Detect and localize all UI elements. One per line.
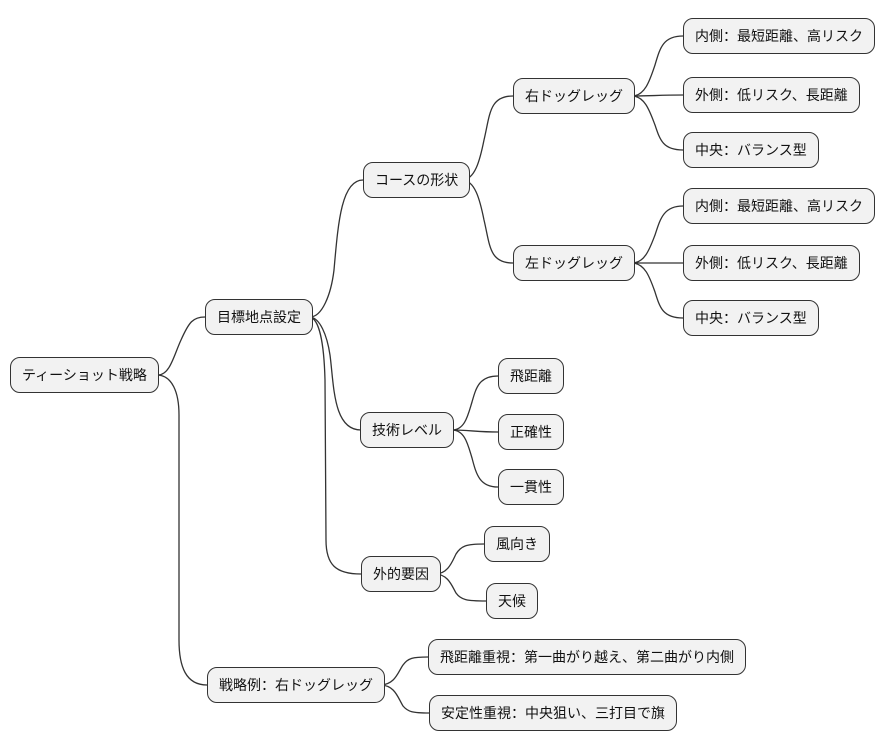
node-right-dogleg-inner: 内側：最短距離、高リスク (683, 18, 875, 54)
node-left-dogleg-inner: 内側：最短距離、高リスク (683, 188, 875, 224)
edge-skill-distance (451, 375, 499, 431)
edge-example-power (379, 656, 429, 686)
edge-goal-skill (309, 316, 362, 431)
node-right-dogleg-center: 中央：バランス型 (683, 132, 819, 168)
edge-leftdogleg-inner (631, 205, 684, 264)
node-example-stability-priority: 安定性重視：中央狙い、三打目で旗 (429, 695, 677, 731)
node-root-tee-shot-strategy: ティーショット戦略 (10, 357, 159, 393)
node-left-dogleg-outer: 外側：低リスク、長距離 (683, 245, 860, 281)
node-strategy-example-right-dogleg: 戦略例：右ドッグレッグ (207, 667, 385, 703)
node-driving-distance: 飛距離 (498, 358, 564, 394)
edge-course-leftdogleg (461, 179, 514, 264)
node-left-dogleg-center: 中央：バランス型 (683, 300, 819, 336)
edge-example-stability (379, 684, 430, 714)
edge-rightdogleg-center (631, 95, 684, 151)
edge-root-example (157, 374, 208, 686)
node-right-dogleg: 右ドッグレッグ (513, 78, 635, 114)
node-wind-direction: 風向き (484, 526, 550, 562)
node-right-dogleg-outer: 外側：低リスク、長距離 (683, 77, 860, 113)
edge-goal-course (309, 179, 364, 318)
edge-rightdogleg-outer (631, 94, 684, 97)
edge-rightdogleg-inner (631, 35, 684, 97)
edge-goal-external (309, 316, 362, 575)
node-example-distance-priority: 飛距離重視：第一曲がり越え、第二曲がり内側 (428, 639, 746, 675)
node-left-dogleg: 左ドッグレッグ (513, 245, 635, 281)
edge-root-goal (157, 316, 206, 376)
node-consistency: 一貫性 (498, 469, 564, 505)
edge-leftdogleg-center (631, 262, 684, 319)
node-course-shape: コースの形状 (363, 162, 471, 198)
edge-external-weather (434, 573, 487, 602)
node-external-factors: 外的要因 (361, 556, 441, 592)
node-skill-level: 技術レベル (360, 412, 454, 448)
node-accuracy: 正確性 (498, 414, 564, 450)
node-weather: 天候 (486, 583, 538, 619)
edge-course-rightdogleg (461, 95, 514, 181)
edge-skill-consistency (451, 429, 499, 488)
node-target-point-setting: 目標地点設定 (205, 299, 313, 335)
edge-external-wind (434, 543, 485, 575)
